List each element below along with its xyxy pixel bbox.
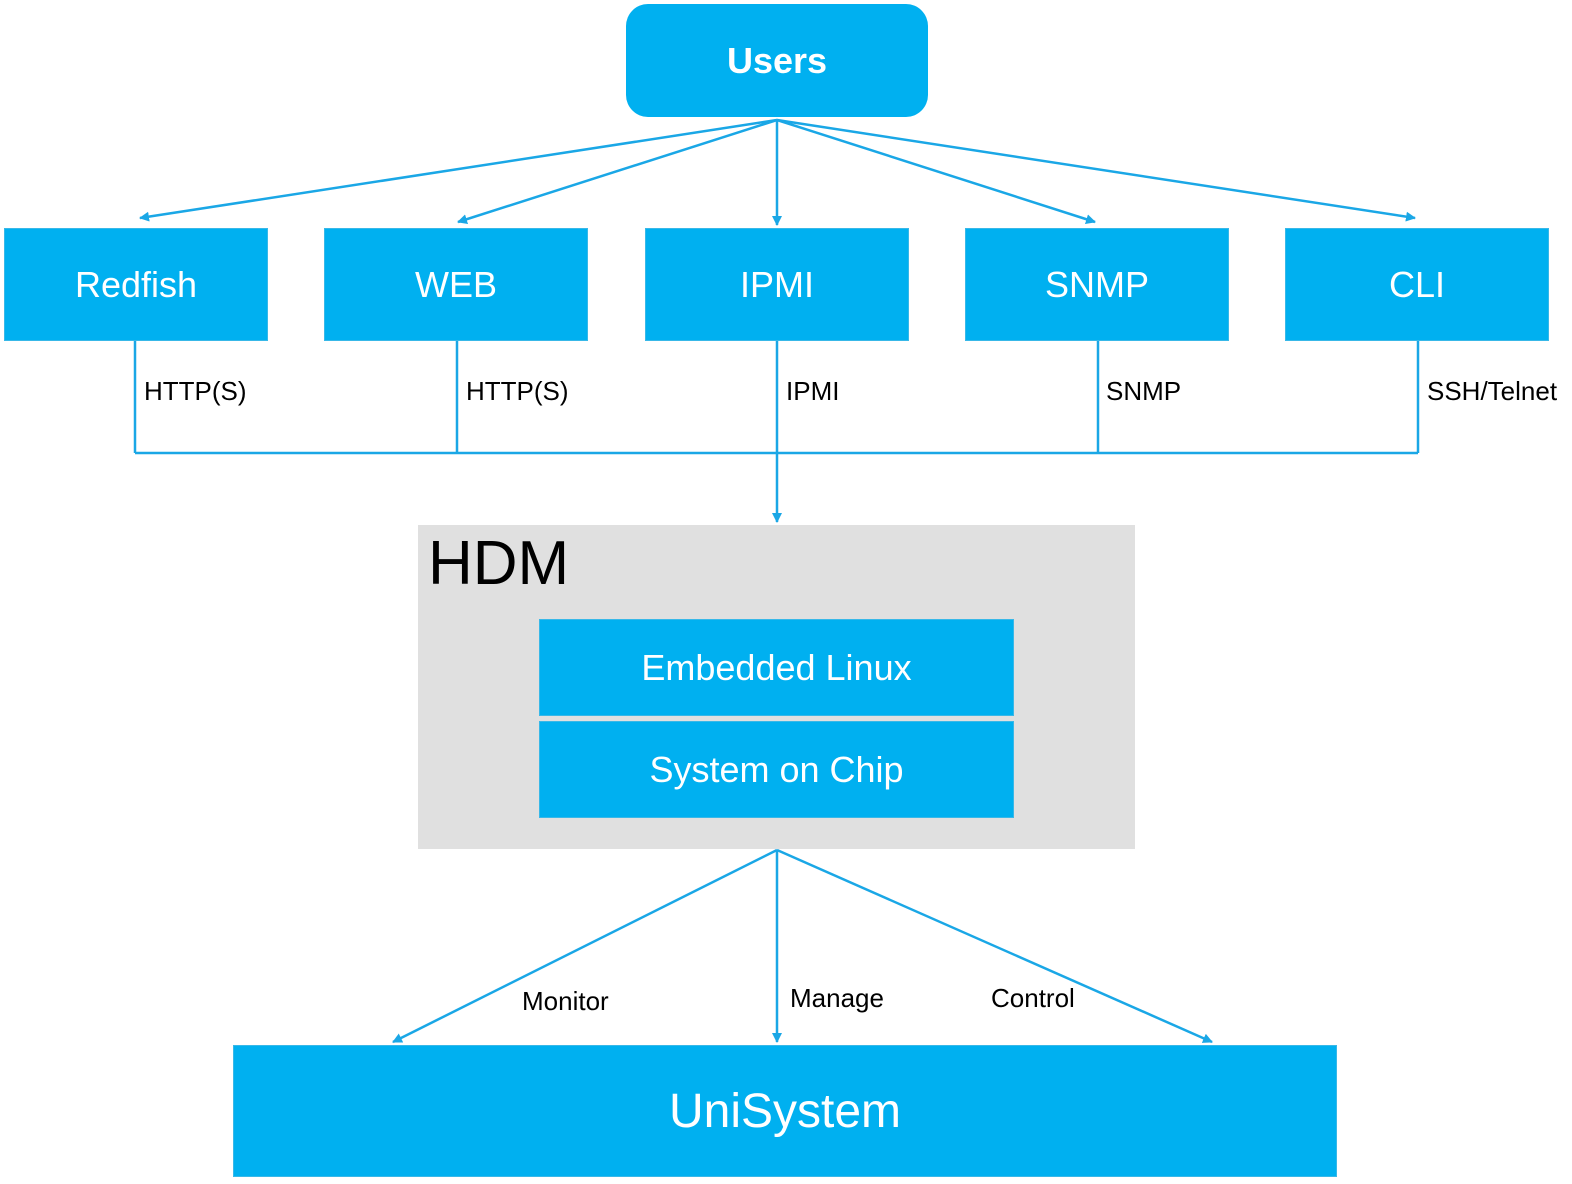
manage-label: Manage <box>790 983 884 1013</box>
snmp-label: SNMP <box>1044 263 1149 305</box>
ipmi-label: IPMI <box>739 263 814 305</box>
redfish-protocol-label: HTTP(S) <box>144 376 247 406</box>
arrow-users-to-snmp <box>776 118 1096 225</box>
arrow-users-to-web <box>457 118 778 225</box>
users-label: Users <box>726 39 828 81</box>
users-node: Users <box>626 4 928 117</box>
cli-node: CLI <box>1285 228 1549 341</box>
ipmi-node: IPMI <box>645 228 909 341</box>
redfish-node: Redfish <box>4 228 268 341</box>
embedded-linux-layer: Embedded Linux <box>539 619 1014 716</box>
hdm-title: HDM <box>428 529 570 598</box>
embedded-linux-label: Embedded Linux <box>641 646 912 688</box>
system-on-chip-layer: System on Chip <box>539 721 1014 818</box>
ipmi-protocol-label: IPMI <box>786 376 840 406</box>
system-on-chip-label: System on Chip <box>649 748 904 790</box>
arrow-monitor <box>392 848 778 1044</box>
arrow-users-to-cli <box>776 118 1416 222</box>
monitor-label: Monitor <box>522 986 609 1016</box>
cli-protocol-label: SSH/Telnet <box>1427 376 1558 406</box>
snmp-node: SNMP <box>965 228 1229 341</box>
unisystem-node: UniSystem <box>233 1045 1337 1177</box>
snmp-protocol-label: SNMP <box>1106 376 1182 406</box>
web-label: WEB <box>414 263 497 305</box>
redfish-label: Redfish <box>74 263 198 305</box>
arrow-control <box>776 848 1213 1044</box>
web-protocol-label: HTTP(S) <box>466 376 569 406</box>
arrow-users-to-redfish <box>139 118 778 222</box>
cli-label: CLI <box>1388 263 1446 305</box>
web-node: WEB <box>324 228 588 341</box>
unisystem-label: UniSystem <box>668 1084 902 1138</box>
control-label: Control <box>991 983 1075 1013</box>
